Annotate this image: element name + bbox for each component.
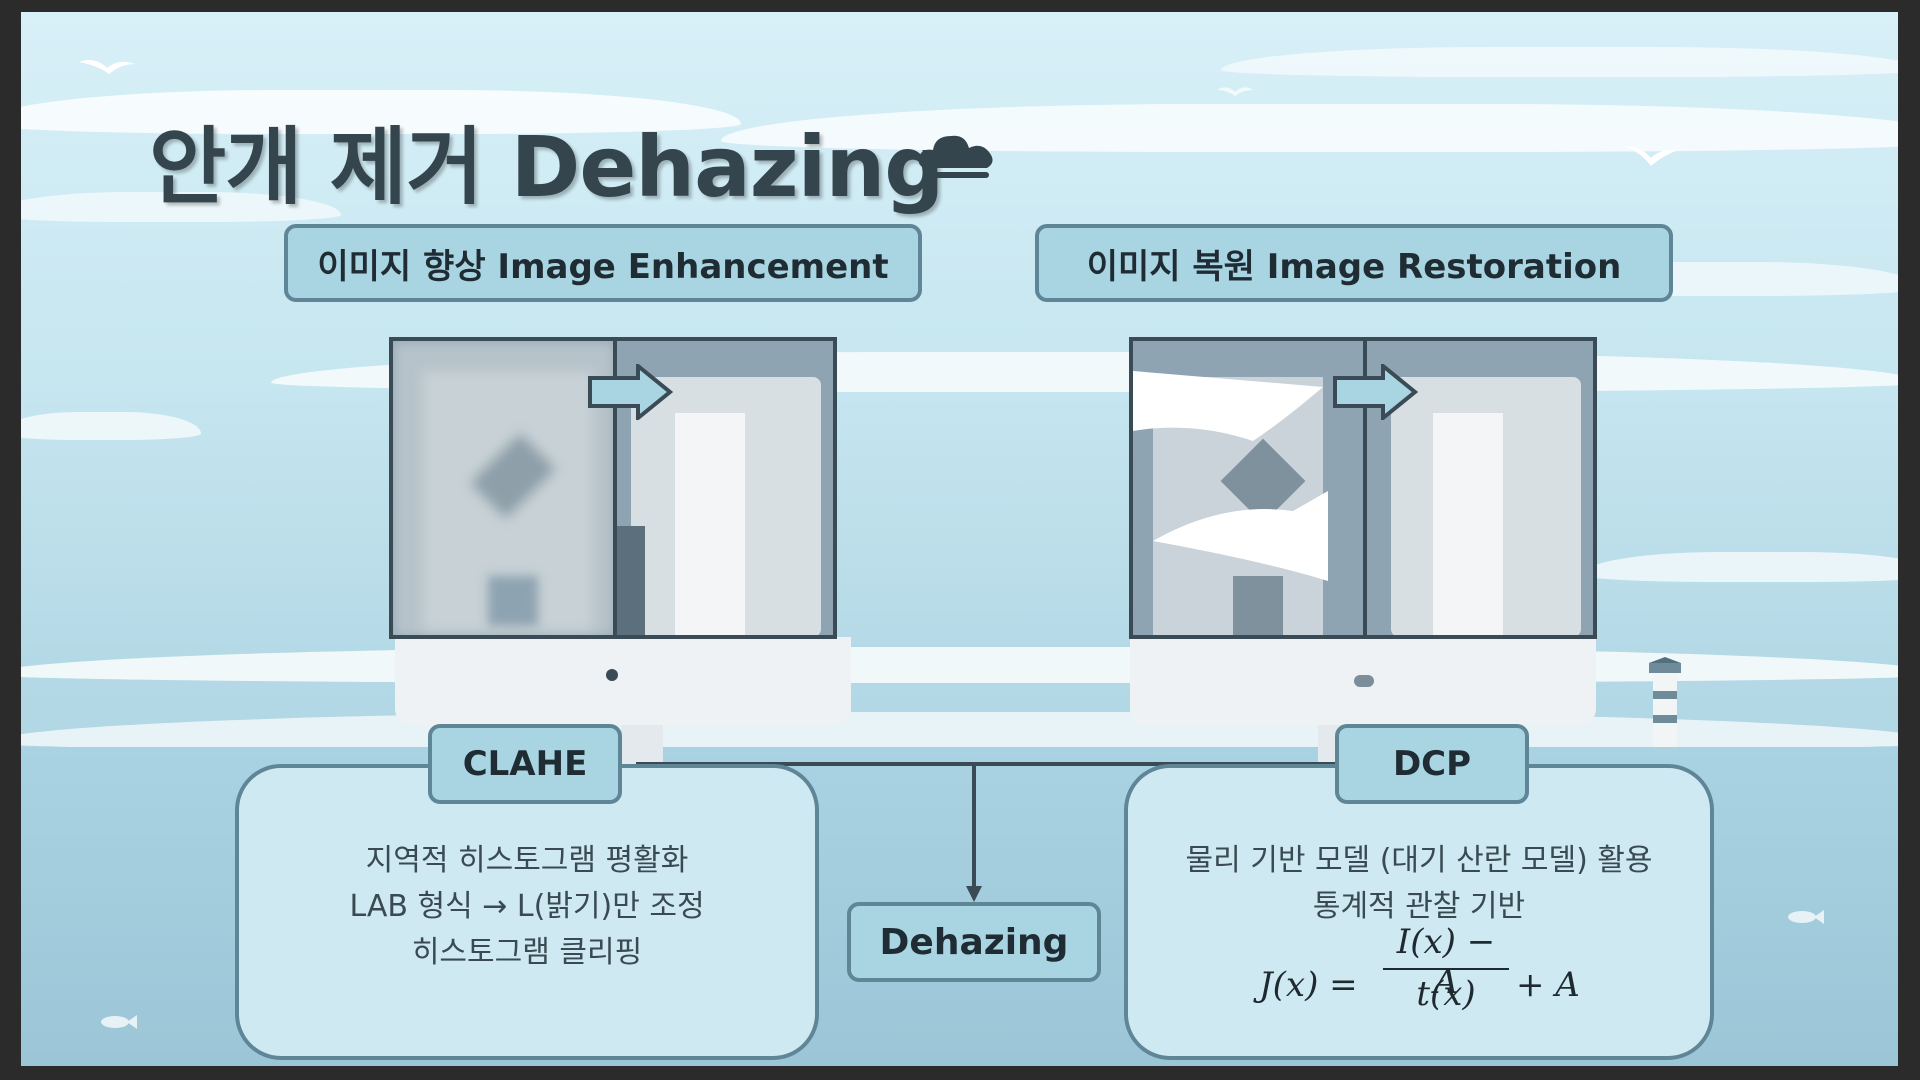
fish-icon — [101, 1015, 137, 1029]
cloud-icon — [918, 135, 993, 178]
clahe-description-box: 지역적 히스토그램 평활화 LAB 형식 → L(밝기)만 조정 히스토그램 클… — [235, 764, 819, 1060]
cloud-band — [1581, 552, 1898, 582]
clahe-line: 히스토그램 클리핑 — [411, 935, 643, 970]
dcp-line: 물리 기반 모델 (대기 산란 모델) 활용 — [1185, 843, 1653, 878]
cloud-band — [1221, 47, 1898, 77]
clahe-label: CLAHE — [428, 724, 622, 804]
category-restoration-label: 이미지 복원 Image Restoration — [1035, 224, 1673, 302]
clahe-line: 지역적 히스토그램 평활화 — [365, 843, 689, 878]
formula-lhs: J(x) = — [1259, 965, 1358, 1005]
formula-denominator: t(x) — [1416, 974, 1476, 1014]
cloud-band — [21, 412, 201, 440]
fraction-bar — [1383, 968, 1509, 970]
dcp-label: DCP — [1335, 724, 1529, 804]
cloud-band — [21, 192, 341, 222]
bird-icon — [79, 60, 135, 74]
cloud-band — [21, 90, 741, 134]
lighthouse-icon — [1649, 657, 1681, 747]
cloud-band — [721, 104, 1898, 152]
dcp-description-box: 물리 기반 모델 (대기 산란 모델) 활용 통계적 관찰 기반 — [1124, 764, 1714, 1060]
dehazing-label: Dehazing — [847, 902, 1101, 982]
bird-icon — [1217, 87, 1253, 96]
page-title: 안개 제거 Dehazing — [149, 118, 944, 216]
slide: 안개 제거 Dehazing 이미지 향상 Image Enhancement … — [21, 12, 1898, 1066]
bird-icon — [1623, 146, 1679, 166]
fish-icon — [1788, 910, 1824, 924]
category-enhancement-label: 이미지 향상 Image Enhancement — [284, 224, 922, 302]
clahe-line: LAB 형식 → L(밝기)만 조정 — [349, 889, 705, 924]
formula-rhs: + A — [1516, 965, 1580, 1005]
dcp-line: 통계적 관찰 기반 — [1312, 889, 1526, 924]
